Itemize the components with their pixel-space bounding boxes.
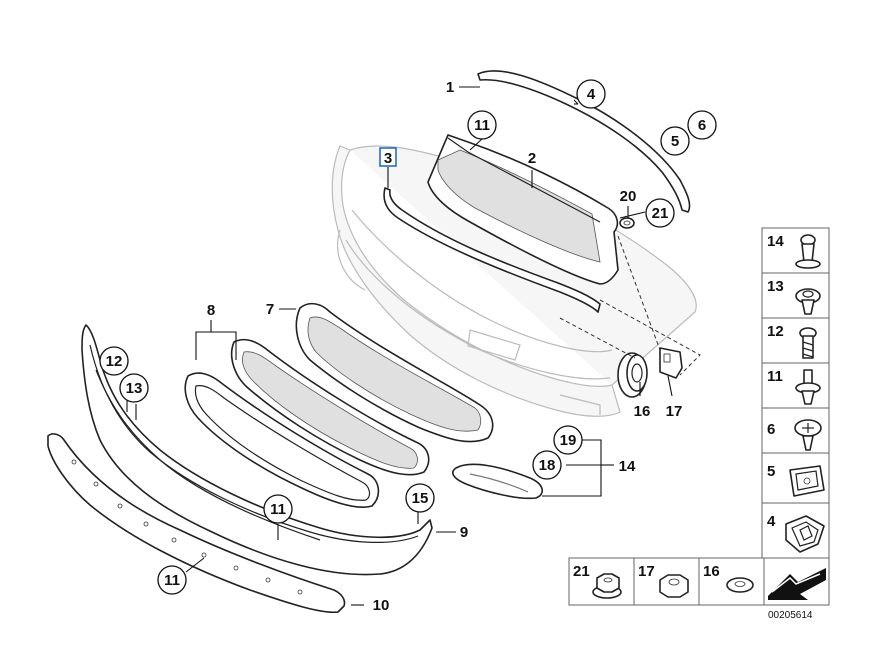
fastener-cell-14[interactable]: 14 xyxy=(761,227,830,274)
label-8[interactable]: 8 xyxy=(207,302,215,319)
label-1[interactable]: 1 xyxy=(446,79,454,96)
svg-text:5: 5 xyxy=(767,463,775,480)
label-19[interactable]: 17 xyxy=(666,403,683,420)
fastener-cell-4[interactable]: 4 xyxy=(761,502,830,559)
callout-12[interactable]: 12 xyxy=(99,346,129,376)
inner-grille-part-7 xyxy=(295,302,494,443)
lower-strip-part-10 xyxy=(47,433,346,614)
hex-nut-flange-icon xyxy=(592,573,622,599)
screw-icon xyxy=(799,327,817,359)
fastener-cell-5[interactable]: 5 xyxy=(761,452,830,504)
svg-text:21: 21 xyxy=(573,563,590,580)
svg-text:19: 19 xyxy=(560,432,577,449)
label-7[interactable]: 7 xyxy=(266,301,274,318)
callout-11-middle[interactable]: 11 xyxy=(263,494,293,524)
svg-text:11: 11 xyxy=(164,572,180,589)
svg-text:21: 21 xyxy=(652,205,669,222)
badge-part-15 xyxy=(452,463,543,500)
callout-13[interactable]: 13 xyxy=(119,373,149,403)
svg-text:11: 11 xyxy=(474,117,490,134)
washer-icon xyxy=(726,577,754,593)
callout-11-upper[interactable]: 11 xyxy=(467,110,497,140)
fastener-cell-16[interactable]: 16 xyxy=(698,557,765,606)
bumper-body xyxy=(331,145,697,417)
svg-text:15: 15 xyxy=(412,490,429,507)
svg-text:16: 16 xyxy=(703,563,720,580)
svg-text:6: 6 xyxy=(698,117,706,134)
callout-4[interactable]: 4 xyxy=(576,79,606,109)
fastener-cell-17[interactable]: 17 xyxy=(633,557,700,606)
callout-5[interactable]: 5 xyxy=(660,126,690,156)
callout-21-diagram[interactable]: 21 xyxy=(645,198,675,228)
arrow-corner-icon xyxy=(768,568,826,600)
svg-text:3: 3 xyxy=(384,150,392,167)
fastener-panel: 14 13 12 xyxy=(761,227,830,559)
label-3-highlighted[interactable]: 3 xyxy=(379,147,397,167)
hex-nut-icon xyxy=(659,574,689,598)
callout-16[interactable]: 18 xyxy=(532,450,562,480)
svg-text:11: 11 xyxy=(767,368,783,385)
svg-text:18: 18 xyxy=(539,457,556,474)
strip-holes xyxy=(71,459,303,595)
svg-text:5: 5 xyxy=(671,133,679,150)
clip-nut-icon xyxy=(789,465,825,497)
svg-text:11: 11 xyxy=(270,501,286,518)
document-number: 00205614 xyxy=(768,610,813,621)
callout-6[interactable]: 6 xyxy=(687,110,717,140)
fastener-cell-11[interactable]: 11 xyxy=(761,362,830,409)
label-15[interactable]: 14 xyxy=(619,458,636,475)
expanding-rivet-icon xyxy=(795,288,821,315)
svg-text:13: 13 xyxy=(126,380,143,397)
label-18[interactable]: 16 xyxy=(634,403,651,420)
trim-strip-part-3 xyxy=(383,187,601,313)
svg-text:17: 17 xyxy=(638,563,655,580)
bottom-fastener-panel: 21 17 16 xyxy=(568,557,830,606)
tapping-screw-icon xyxy=(794,419,822,451)
svg-text:6: 6 xyxy=(767,421,775,438)
upper-grille-part-2 xyxy=(427,134,619,285)
label-10[interactable]: 10 xyxy=(373,597,390,614)
svg-text:12: 12 xyxy=(106,353,123,370)
push-rivet-icon xyxy=(795,234,821,269)
bracket-part-19 xyxy=(659,347,683,379)
emblem-part-18 xyxy=(617,352,648,398)
label-2[interactable]: 2 xyxy=(528,150,536,167)
lower-spoiler-part-9 xyxy=(81,324,433,576)
label-20[interactable]: 20 xyxy=(620,188,637,205)
svg-text:13: 13 xyxy=(767,278,784,295)
callout-17[interactable]: 19 xyxy=(553,425,583,455)
svg-text:4: 4 xyxy=(587,86,596,103)
outer-grille-part-8 xyxy=(184,338,430,509)
label-9[interactable]: 9 xyxy=(460,524,468,541)
callout-11-lower[interactable]: 11 xyxy=(157,565,187,595)
corner-cell xyxy=(763,557,830,606)
fastener-cell-6[interactable]: 6 xyxy=(761,407,830,454)
svg-text:4: 4 xyxy=(767,513,776,530)
svg-text:12: 12 xyxy=(767,323,784,340)
spreading-rivet-icon xyxy=(795,369,821,405)
fastener-cell-21[interactable]: 21 xyxy=(568,557,635,606)
washer-part-20 xyxy=(619,217,635,229)
callout-14[interactable]: 15 xyxy=(405,483,435,513)
fastener-cell-12[interactable]: 12 xyxy=(761,317,830,364)
fastener-cell-13[interactable]: 13 xyxy=(761,272,830,319)
spring-clip-icon xyxy=(785,515,825,553)
svg-text:14: 14 xyxy=(767,233,784,250)
